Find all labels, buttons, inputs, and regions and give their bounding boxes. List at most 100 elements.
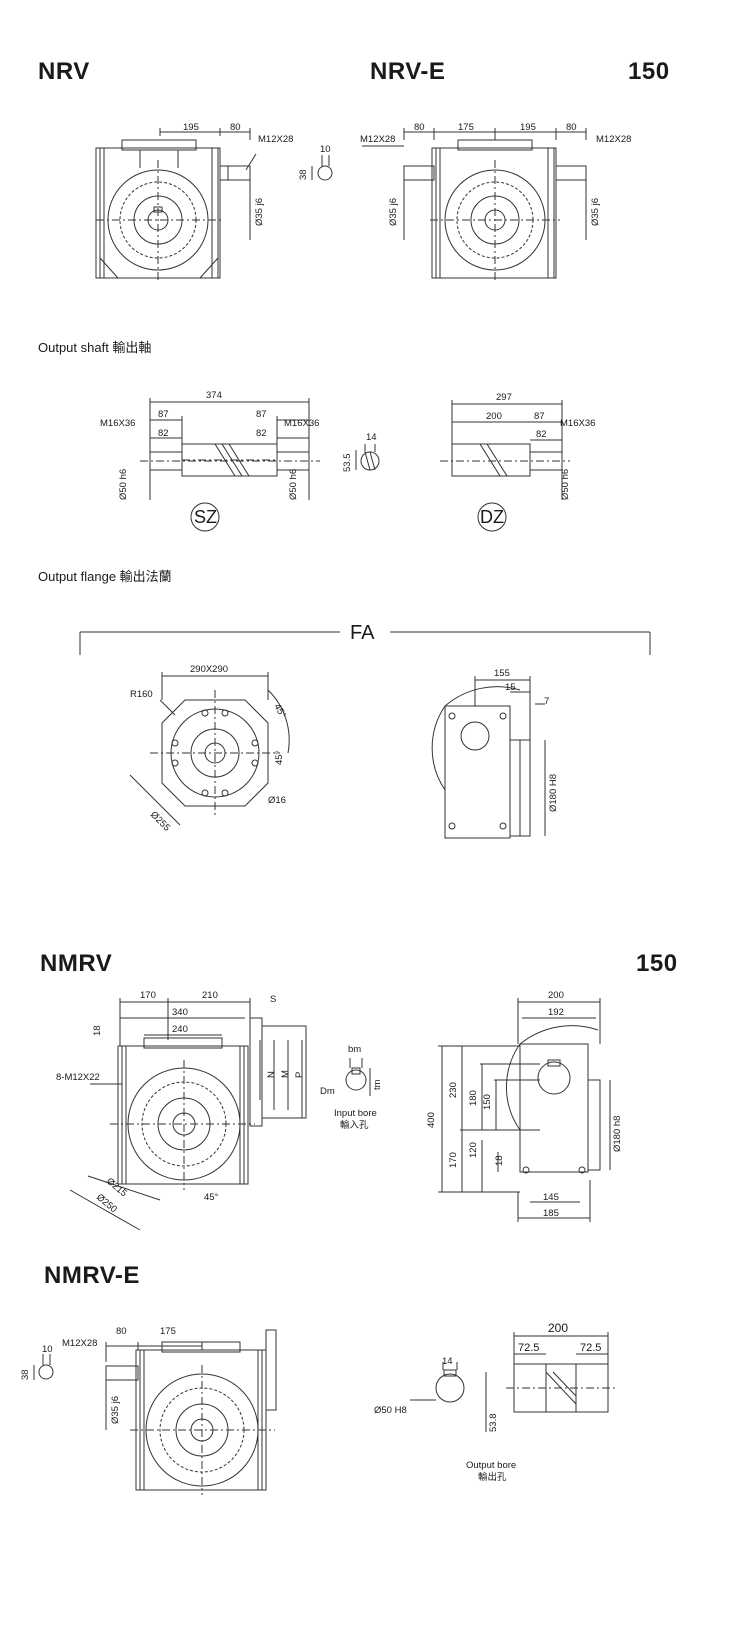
dim-flange-spigot: Ø180 H8 xyxy=(548,774,559,812)
dim-nmrv-pcd2: Ø250 xyxy=(94,1192,119,1215)
dim-nmrve-175: 175 xyxy=(160,1326,176,1337)
dim-outshaft-725-l: 72.5 xyxy=(518,1342,539,1354)
label-fa: FA xyxy=(350,622,375,644)
dim-bore-bm: bm xyxy=(348,1044,361,1055)
output-bore xyxy=(410,1362,487,1432)
dim-sz-87-l: 87 xyxy=(158,409,169,420)
dim-flange-ang2: 45° xyxy=(274,750,285,765)
dim-nmrve-key-w: 10 xyxy=(42,1344,53,1355)
dim-nmrv-bolts: 8-M12X22 xyxy=(56,1072,100,1083)
dim-dz-dia: Ø50 h6 xyxy=(560,469,571,500)
flange-fa xyxy=(79,631,651,839)
nrv-front-view xyxy=(95,128,333,282)
dim-nmrve-key-h: 38 xyxy=(20,1369,31,1380)
dim-flange-square: 290X290 xyxy=(190,664,228,675)
title-nmrv: NMRV xyxy=(40,950,113,977)
label-output-bore: Output bore xyxy=(466,1460,516,1471)
dim-side-200: 200 xyxy=(548,990,564,1001)
dim-outshaft-725-r: 72.5 xyxy=(580,1342,601,1354)
dim-flange-155: 155 xyxy=(494,668,510,679)
dim-dz-87: 87 xyxy=(534,411,545,422)
key-section xyxy=(355,444,380,471)
dim-nmrve-shaft: Ø35 j6 xyxy=(110,1396,121,1424)
dim-sz-82-l: 82 xyxy=(158,428,169,439)
dim-side-145: 145 xyxy=(543,1192,559,1203)
dim-outbore-dia: Ø50 H8 xyxy=(374,1405,407,1416)
dim-dz-82: 82 xyxy=(536,429,547,440)
input-bore xyxy=(345,1058,371,1096)
dim-nmrve-80: 80 xyxy=(116,1326,127,1337)
dim-dz-thread: M16X36 xyxy=(560,418,595,429)
dim-nrv-thread: M12X28 xyxy=(258,134,293,145)
dim-outbore-h: 53.8 xyxy=(488,1414,499,1433)
dim-nrv-key-w: 10 xyxy=(320,144,331,155)
dim-nrve-thread-r: M12X28 xyxy=(596,134,631,145)
dim-nrve-thread-l: M12X28 xyxy=(360,134,395,145)
dim-nmrv-m: M xyxy=(280,1070,291,1078)
dim-nrve-195: 195 xyxy=(520,122,536,133)
label-dz: DZ xyxy=(480,507,504,527)
dim-side-192: 192 xyxy=(548,1007,564,1018)
title-size-bottom: 150 xyxy=(636,950,678,977)
dim-side-180: 180 xyxy=(468,1090,479,1106)
dim-outshaft-200: 200 xyxy=(548,1321,568,1335)
dim-nmrv-s: S xyxy=(270,994,276,1005)
dim-nmrv-210: 210 xyxy=(202,990,218,1001)
dim-nmrv-n: N xyxy=(266,1071,277,1078)
dim-side-400: 400 xyxy=(426,1112,437,1128)
dim-nrve-80-l: 80 xyxy=(414,122,425,133)
dim-side-spigot: Ø180 h8 xyxy=(612,1116,623,1152)
dim-nrve-80-r: 80 xyxy=(566,122,577,133)
dim-side-18: 18 xyxy=(494,1155,505,1166)
dim-sz-dia-l: Ø50 h6 xyxy=(118,469,129,500)
label-input-bore-cn: 輸入孔 xyxy=(340,1119,369,1131)
dim-outbore-w: 14 xyxy=(442,1356,453,1367)
dim-flange-hole: Ø16 xyxy=(268,795,286,806)
dim-nmrv-pcd1: Ø215 xyxy=(104,1176,129,1199)
dim-sz-374: 374 xyxy=(206,390,222,401)
dim-flange-7: 7 xyxy=(544,696,549,707)
dim-bore-dm: Dm xyxy=(320,1086,335,1097)
dim-nmrv-ang: 45° xyxy=(204,1192,219,1203)
dim-nrve-175: 175 xyxy=(458,122,474,133)
dim-sz-82-r: 82 xyxy=(256,428,267,439)
dim-nmrv-p: P xyxy=(294,1072,305,1078)
dim-nrve-shaft-l: Ø35 j6 xyxy=(388,198,399,226)
dim-sz-87-r: 87 xyxy=(256,409,267,420)
nmrve-front-view xyxy=(33,1329,277,1495)
dim-sz-dia-r: Ø50 h6 xyxy=(288,469,299,500)
dim-nmrv-18: 18 xyxy=(92,1025,103,1036)
dim-nrv-shaft: Ø35 j6 xyxy=(254,198,265,226)
section-output-shaft: Output shaft 輸出軸 xyxy=(38,340,152,355)
dim-key-h: 53.5 xyxy=(342,454,353,473)
dim-sz-thread-l: M16X36 xyxy=(100,418,135,429)
title-nmrv-e: NMRV-E xyxy=(44,1262,140,1289)
dim-nrv-key-h: 38 xyxy=(298,169,309,180)
output-shaft-double xyxy=(506,1332,616,1413)
dim-side-185: 185 xyxy=(543,1208,559,1219)
label-output-bore-cn: 輸出孔 xyxy=(478,1471,507,1483)
dim-flange-15: 15 xyxy=(505,682,516,693)
title-nrv-e: NRV-E xyxy=(370,58,446,85)
dim-side-170: 170 xyxy=(448,1152,459,1168)
section-output-flange: Output flange 輸出法蘭 xyxy=(38,569,172,584)
dim-side-120: 120 xyxy=(468,1142,479,1158)
dim-bore-tm: tm xyxy=(372,1079,383,1090)
dim-key-w: 14 xyxy=(366,432,377,443)
dim-side-150: 150 xyxy=(482,1094,493,1110)
dim-nrv-195: 195 xyxy=(183,122,199,133)
nmrv-front-view xyxy=(69,998,307,1231)
output-shaft-sz xyxy=(140,398,320,532)
dim-nmrve-thread: M12X28 xyxy=(62,1338,97,1349)
dim-nmrv-170: 170 xyxy=(140,990,156,1001)
dimension-labels: 195 80 M12X28 Ø35 j6 10 38 M12X28 80 175… xyxy=(20,122,631,1483)
label-input-bore: Input bore xyxy=(334,1108,377,1119)
dim-nrve-shaft-r: Ø35 j6 xyxy=(590,198,601,226)
dim-nmrv-240: 240 xyxy=(172,1024,188,1035)
dim-nrv-80: 80 xyxy=(230,122,241,133)
nrve-front-view xyxy=(362,128,587,282)
title-size-top: 150 xyxy=(628,58,670,85)
output-shaft-dz xyxy=(440,400,570,532)
